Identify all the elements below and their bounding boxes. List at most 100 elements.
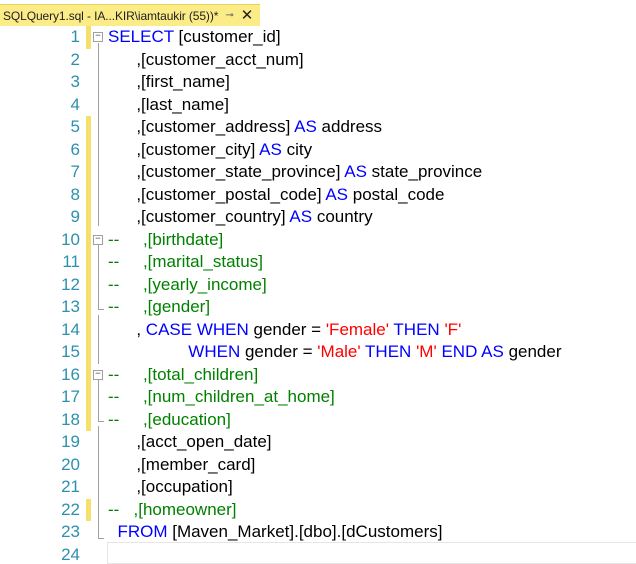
code-segment: [Maven_Market].[dbo].[dCustomers] [167, 522, 443, 541]
code-segment: ,[customer_state_province] [108, 162, 345, 181]
document-tab-strip: SQLQuery1.sql - IA...KIR\iamtaukir (55))… [0, 0, 636, 26]
code-line[interactable]: 12 -- ,[yearly_income] [0, 273, 636, 296]
code-segment: , [108, 319, 146, 339]
code-line[interactable]: 8 ,[customer_postal_code] AS postal_code [0, 183, 636, 207]
code-line[interactable]: 21 ,[occupation] [0, 476, 636, 499]
code-line[interactable]: 10 − -- ,[birthdate] [0, 228, 636, 251]
line-number: 19 [61, 432, 80, 451]
change-marker [86, 94, 91, 117]
line-number: 4 [70, 94, 80, 114]
fold-guide-line [98, 43, 99, 226]
line-number: 2 [70, 49, 80, 69]
fold-collapse-icon[interactable]: − [93, 369, 103, 380]
code-text: ,[first_name] [108, 71, 230, 94]
keyword: WHEN [188, 342, 241, 361]
code-segment: address [316, 117, 383, 136]
code-line[interactable]: 22 -- ,[homeowner] [0, 498, 636, 521]
code-segment: ,[occupation] [108, 477, 233, 496]
code-text: ,[customer_acct_num] [108, 49, 304, 72]
code-line[interactable]: 7 ,[customer_state_province] AS state_pr… [0, 161, 636, 184]
line-number: 23 [61, 522, 80, 541]
code-line[interactable]: 5 ,[customer_address] AS address [0, 116, 636, 139]
sql-query-editor[interactable]: 1 − SELECT [customer_id] 2 ,[customer_ac… [0, 26, 636, 564]
keyword: AS [294, 117, 317, 136]
fold-collapse-icon[interactable]: − [93, 32, 103, 42]
keyword: AS [289, 207, 313, 226]
code-segment: ,[first_name] [108, 72, 230, 91]
code-segment: ,[customer_country] [108, 207, 290, 226]
code-segment: ,[customer_city] [108, 139, 260, 159]
line-number: 21 [61, 477, 80, 496]
code-line[interactable]: 9 ,[customer_country] AS country [0, 206, 636, 229]
change-marker [86, 206, 91, 229]
comment-text: -- ,[education] [108, 409, 231, 429]
code-segment: state_province [366, 162, 483, 181]
line-number: 13 [61, 297, 80, 316]
close-icon[interactable]: ✕ [240, 6, 254, 24]
line-number: 14 [61, 319, 80, 339]
keyword: SELECT [108, 27, 174, 46]
code-line[interactable]: 18 -- ,[education] [0, 408, 636, 431]
code-line[interactable]: 15 WHEN gender = 'Male' THEN 'M' END AS … [0, 341, 636, 364]
code-line[interactable]: 13 -- ,[gender] [0, 296, 636, 319]
keyword: CASE [145, 319, 193, 339]
change-marker [86, 431, 91, 454]
code-line[interactable]: 14 , CASE WHEN gender = 'Female' THEN 'F… [0, 318, 636, 341]
string-literal: 'F' [444, 319, 462, 339]
keyword: WHEN [196, 319, 249, 339]
comment-text: -- ,[total_children] [108, 364, 259, 384]
fold-collapse-icon[interactable]: − [93, 234, 103, 245]
code-segment: ,[customer_acct_num] [108, 49, 304, 69]
line-number: 15 [61, 342, 80, 361]
keyword: FROM [117, 522, 168, 541]
code-text: ,[customer_state_province] AS state_prov… [108, 161, 482, 184]
keyword: THEN [393, 319, 440, 339]
document-tab[interactable]: SQLQuery1.sql - IA...KIR\iamtaukir (55))… [0, 4, 260, 26]
line-number: 5 [70, 117, 80, 136]
code-line[interactable]: 17 -- ,[num_children_at_home] [0, 386, 636, 409]
tab-title[interactable]: SQLQuery1.sql - IA...KIR\iamtaukir (55))… [3, 8, 219, 23]
code-line[interactable]: 3 ,[first_name] [0, 71, 636, 94]
code-text: FROM [Maven_Market].[dbo].[dCustomers] [108, 521, 442, 544]
change-marker [86, 521, 91, 544]
code-segment: gender = [240, 342, 318, 361]
change-marker [86, 251, 91, 274]
code-line[interactable]: 19 ,[acct_open_date] [0, 431, 636, 454]
comment-text: -- ,[yearly_income] [108, 274, 267, 294]
line-number: 11 [62, 252, 80, 271]
change-marker [86, 544, 91, 564]
comment-text: -- ,[num_children_at_home] [108, 387, 335, 406]
code-segment: ,[customer_address] [108, 117, 295, 136]
code-line[interactable]: 23 FROM [Maven_Market].[dbo].[dCustomers… [0, 521, 636, 544]
code-line[interactable]: 1 − SELECT [customer_id] [0, 26, 636, 49]
code-text: ,[customer_postal_code] AS postal_code [108, 184, 444, 207]
code-line[interactable]: 16 − -- ,[total_children] [0, 363, 636, 386]
code-line[interactable]: 4 ,[last_name] [0, 94, 636, 117]
code-text: ,[customer_address] AS address [108, 116, 382, 139]
code-text: ,[acct_open_date] [108, 431, 271, 454]
code-segment: postal_code [348, 184, 445, 204]
change-marker [86, 296, 91, 319]
fold-guide-end [98, 421, 104, 422]
code-line[interactable]: 20 ,[member_card] [0, 454, 636, 477]
change-marker [86, 386, 91, 409]
change-marker [86, 408, 91, 431]
change-marker [86, 116, 91, 139]
fold-guide-line [98, 315, 99, 364]
change-marker [86, 498, 91, 521]
code-line[interactable]: 11 -- ,[marital_status] [0, 251, 636, 274]
code-text: WHEN gender = 'Male' THEN 'M' END AS gen… [108, 341, 561, 364]
code-line[interactable]: 2 ,[customer_acct_num] [0, 49, 636, 72]
change-marker [86, 476, 91, 499]
pin-icon[interactable]: ⊸ [225, 9, 234, 21]
fold-guide-end [98, 538, 104, 539]
code-segment: country [312, 207, 373, 226]
line-number: 6 [70, 139, 80, 159]
code-segment: ,[customer_postal_code] [108, 184, 326, 204]
keyword: AS [259, 139, 282, 159]
code-line[interactable]: 6 ,[customer_city] AS city [0, 138, 636, 161]
keyword: AS [481, 342, 504, 361]
code-line[interactable]: 24 [0, 544, 636, 564]
keyword: THEN [365, 342, 412, 361]
line-number: 22 [61, 499, 80, 519]
